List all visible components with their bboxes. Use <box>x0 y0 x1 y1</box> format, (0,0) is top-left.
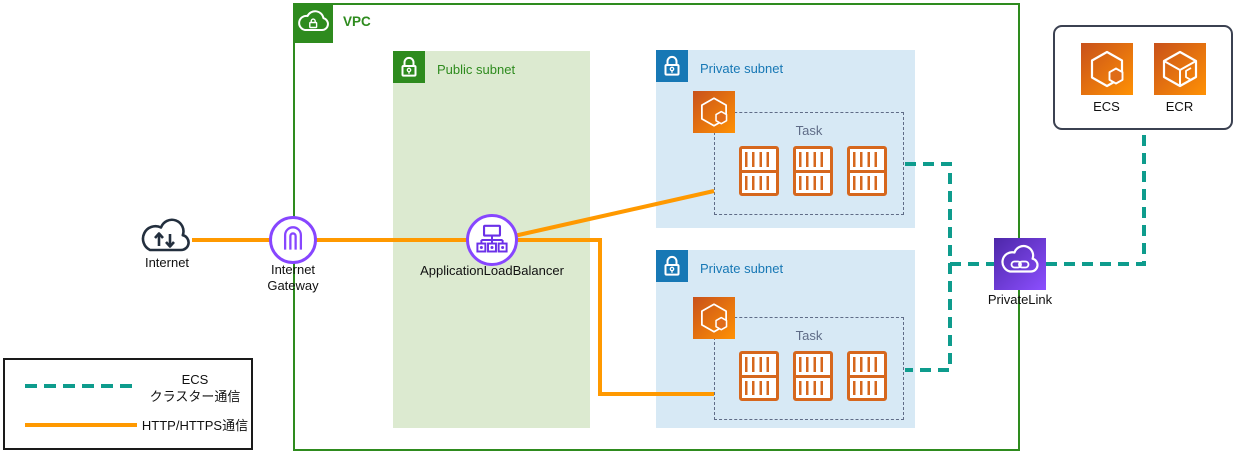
legend-solid-orange-line <box>25 423 137 427</box>
privatelink-icon <box>994 238 1046 290</box>
ecr-label: ECR <box>1165 99 1194 114</box>
ecs-item: ECS <box>1080 43 1133 128</box>
ecr-item: ECR <box>1153 43 1206 128</box>
application-load-balancer-icon <box>466 214 518 266</box>
task-2-containers <box>739 351 887 401</box>
internet-label: Internet <box>144 255 190 270</box>
public-subnet-lock-icon <box>393 51 425 83</box>
ecs-icon <box>1080 43 1133 95</box>
container-icon <box>847 146 887 196</box>
legend-ecs-cluster-label: ECS クラスター通信 <box>149 372 241 404</box>
legend-dashed-teal-line <box>25 384 137 388</box>
container-icon <box>739 351 779 401</box>
internet-gateway-icon <box>269 216 317 264</box>
privatelink-label: PrivateLink <box>987 292 1053 307</box>
public-subnet-label: Public subnet <box>437 62 516 77</box>
internet-gateway-label: Internet Gateway <box>267 262 319 293</box>
private-subnet-1-lock-icon <box>656 50 688 82</box>
task-2-label: Task <box>795 328 823 343</box>
container-icon <box>793 351 833 401</box>
ecs-label: ECS <box>1093 99 1120 114</box>
vpc-label: VPC <box>343 14 371 29</box>
container-icon <box>739 146 779 196</box>
container-icon <box>793 146 833 196</box>
legend-http-label: HTTP/HTTPS通信 <box>141 418 249 433</box>
task-1-label: Task <box>795 123 823 138</box>
task-group-2: Task <box>714 317 904 420</box>
application-load-balancer-label: ApplicationLoadBalancer <box>420 263 564 278</box>
private-subnet-2-label: Private subnet <box>700 261 784 276</box>
private-subnet-1-label: Private subnet <box>700 61 784 76</box>
task-group-1: Task <box>714 112 904 215</box>
ecs-cluster-line-right <box>1046 130 1146 266</box>
vpc-cloud-lock-icon <box>293 3 333 43</box>
ecr-icon <box>1153 43 1206 95</box>
ecs-service-icon-1 <box>693 91 735 133</box>
ecs-ecr-group: ECS ECR <box>1053 25 1233 130</box>
internet-icon <box>136 218 194 261</box>
legend: ECS クラスター通信 HTTP/HTTPS通信 <box>3 358 253 450</box>
task-1-containers <box>739 146 887 196</box>
container-icon <box>847 351 887 401</box>
private-subnet-2-lock-icon <box>656 250 688 282</box>
ecs-service-icon-2 <box>693 297 735 339</box>
